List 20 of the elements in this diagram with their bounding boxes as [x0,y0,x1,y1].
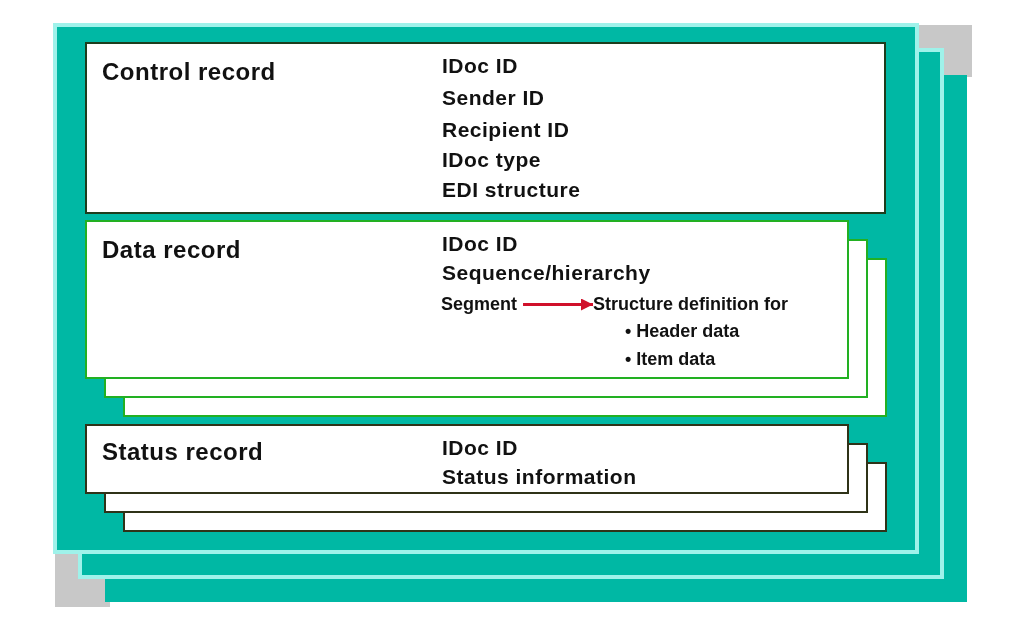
field-label: IDoc ID [442,232,518,256]
field-label: Sender ID [442,86,545,110]
field-label: Recipient ID [442,118,570,142]
record-title: Control record [102,58,276,86]
field-label: Segment [441,294,518,315]
arrow [523,298,593,311]
field-label: IDoc type [442,148,542,172]
field-label: IDoc ID [442,54,518,78]
field-label: EDI structure [442,178,581,202]
record-title: Status record [102,438,264,466]
field-label: IDoc ID [442,436,518,460]
record-box [85,424,849,494]
record-title: Data record [102,236,241,264]
bullet-item: • Header data [625,321,740,342]
field-label: Sequence/hierarchy [442,261,651,285]
field-label: Status information [442,465,637,489]
field-label: Structure definition for [593,294,788,315]
bullet-item: • Item data [625,349,716,370]
record-box [85,220,849,379]
record-box [85,42,886,214]
